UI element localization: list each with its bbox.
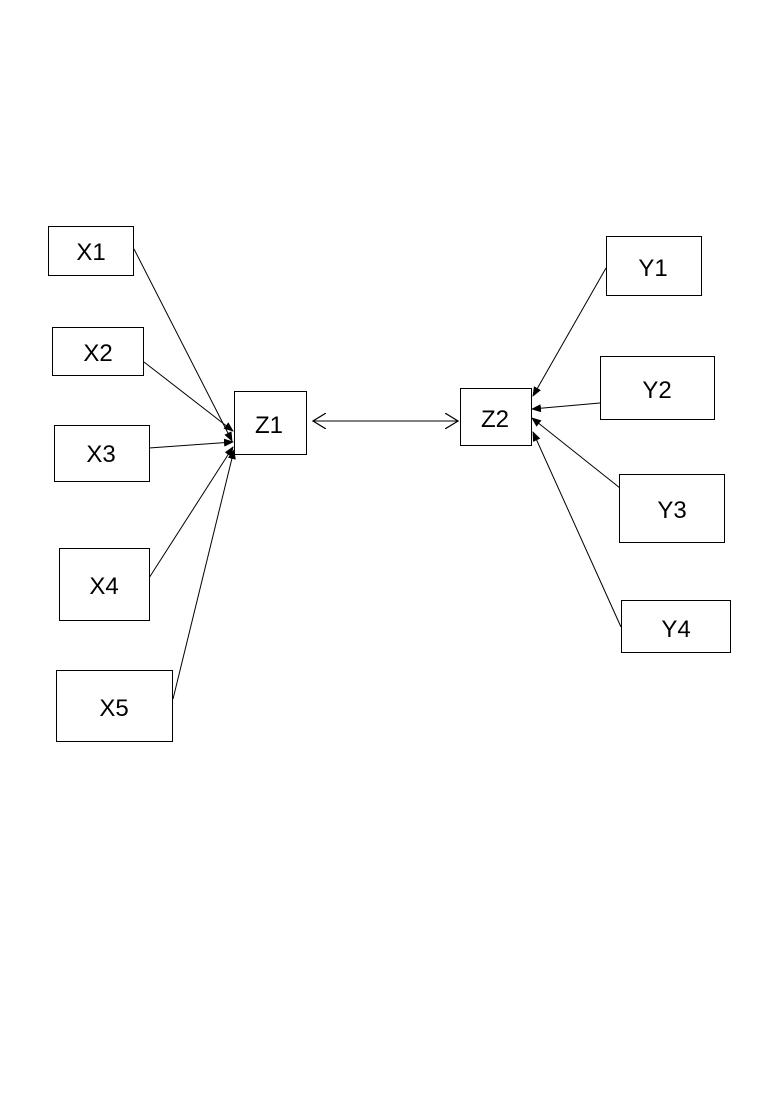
node-x4: X4 bbox=[59, 548, 150, 621]
edge-x5-z1 bbox=[172, 449, 236, 700]
node-z1: Z1 bbox=[234, 391, 307, 455]
edge-y1-z2 bbox=[532, 267, 607, 397]
node-x1-label: X1 bbox=[76, 239, 105, 266]
node-x3: X3 bbox=[54, 425, 150, 482]
node-z1-label: Z1 bbox=[255, 412, 283, 439]
node-x1: X1 bbox=[48, 226, 134, 276]
edge-x1-z1 bbox=[133, 248, 233, 442]
edge-x4-z1 bbox=[148, 446, 234, 579]
node-x3-label: X3 bbox=[86, 441, 115, 468]
node-y1-label: Y1 bbox=[638, 255, 667, 282]
node-x4-label: X4 bbox=[89, 573, 118, 600]
edge-x3-z1 bbox=[148, 438, 234, 449]
node-y3: Y3 bbox=[619, 474, 725, 543]
node-y2: Y2 bbox=[600, 356, 715, 420]
edge-y4-z2 bbox=[532, 431, 622, 628]
node-x5-label: X5 bbox=[99, 695, 128, 722]
node-y4: Y4 bbox=[621, 600, 731, 653]
node-z2: Z2 bbox=[460, 388, 532, 446]
node-x5: X5 bbox=[56, 670, 173, 742]
node-y3-label: Y3 bbox=[657, 497, 686, 524]
edge-x2-z1 bbox=[143, 361, 234, 432]
node-x2: X2 bbox=[52, 327, 144, 376]
node-y1: Y1 bbox=[606, 236, 702, 296]
node-y2-label: Y2 bbox=[642, 377, 671, 404]
node-z2-label: Z2 bbox=[481, 406, 509, 433]
edge-y3-z2 bbox=[531, 417, 621, 489]
edge-y2-z2 bbox=[531, 402, 601, 413]
node-x2-label: X2 bbox=[83, 340, 112, 367]
node-y4-label: Y4 bbox=[661, 616, 690, 643]
